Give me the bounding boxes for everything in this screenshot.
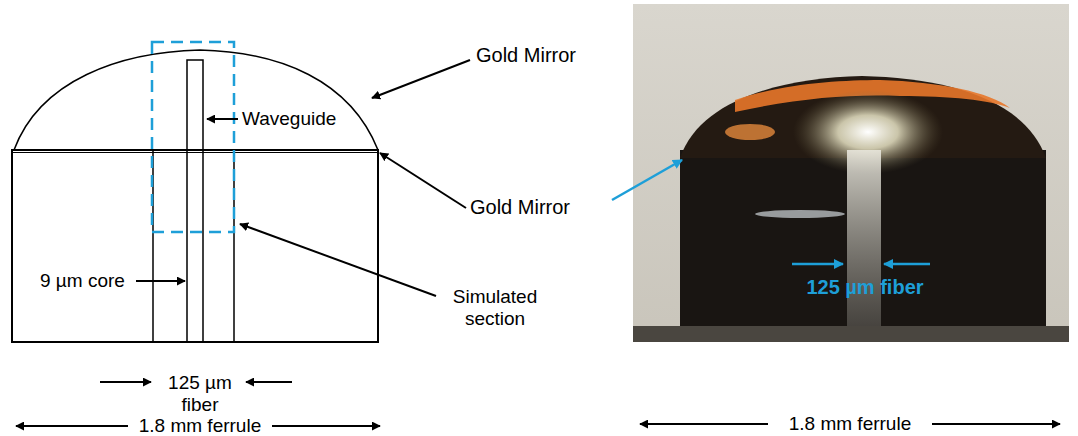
photo-reflection (755, 210, 845, 218)
part-label: Gold Mirror (476, 44, 616, 66)
mirror-line (12, 152, 378, 153)
photo-leaders (612, 160, 930, 264)
part-label: 9 µm core (40, 270, 140, 292)
dimension-arrow (16, 425, 128, 427)
dimension-arrow (640, 423, 768, 425)
leaders (16, 60, 470, 426)
dome-outline (14, 50, 378, 150)
leader-line (240, 224, 436, 296)
photo-ferrule (680, 150, 1046, 328)
leader-line (207, 118, 238, 120)
part-label: Waveguide (242, 108, 352, 130)
part-label: Gold Mirror (470, 196, 610, 218)
photo-fiber (847, 150, 881, 328)
leader-line (380, 153, 466, 208)
leader-line (612, 160, 682, 200)
photo-background (633, 4, 1069, 342)
dimension-arrow (100, 381, 151, 383)
dimension-arrow (272, 425, 380, 427)
leader-line (372, 60, 470, 98)
photo-highlight (725, 124, 775, 140)
dimension-arrow (932, 423, 1060, 425)
leader-line (136, 280, 185, 282)
simulated-box (152, 42, 234, 232)
ferrule-body (12, 150, 378, 342)
core-waveguide (187, 60, 203, 342)
dimension-arrow (884, 263, 930, 266)
photo-label: 125 µm fiber (780, 276, 950, 298)
dimension-arrow (246, 381, 292, 383)
part-label: 125 µm fiber (160, 372, 240, 416)
schematic (12, 50, 378, 342)
part-label: 1.8 mm ferrule (130, 415, 270, 436)
part-label: 1.8 mm ferrule (770, 413, 930, 435)
dimension-arrow (792, 263, 843, 266)
part-label: Simulated section (440, 286, 550, 330)
photograph (633, 4, 1069, 342)
photo-base (633, 326, 1069, 342)
